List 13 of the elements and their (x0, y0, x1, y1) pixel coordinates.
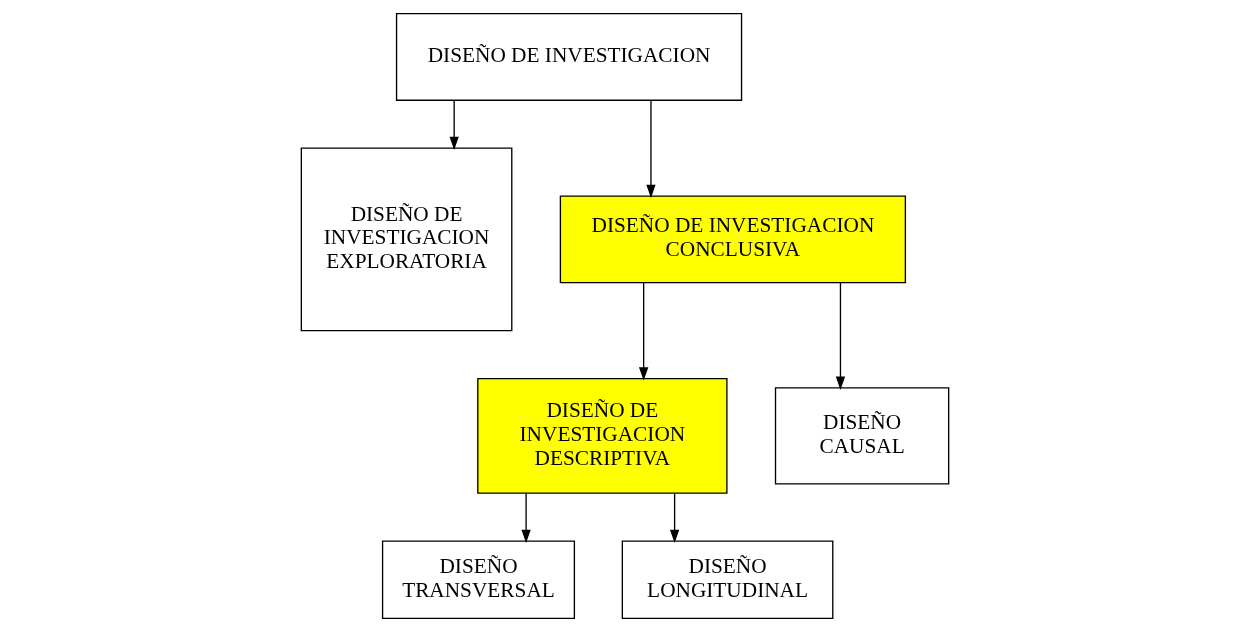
node-box: DISEÑO DE INVESTIGACION EXPLORATORIA (300, 147, 512, 332)
node-box: DISEÑO DE INVESTIGACION (395, 12, 742, 101)
arrow (520, 492, 531, 544)
arrow (835, 282, 845, 390)
arrow (645, 99, 656, 199)
node-box: DISEÑO DE INVESTIGACION CONCLUSIVA (559, 195, 906, 284)
node-box: DISEÑO DE INVESTIGACION DESCRIPTIVA (476, 377, 728, 494)
node-box: DISEÑO CAUSAL (774, 387, 949, 485)
arrow (449, 99, 459, 151)
arrow (669, 492, 679, 544)
arrow (638, 282, 648, 381)
node-box: DISEÑO TRANSVERSAL (381, 540, 575, 620)
node-box: DISEÑO LONGITUDINAL (621, 540, 833, 620)
